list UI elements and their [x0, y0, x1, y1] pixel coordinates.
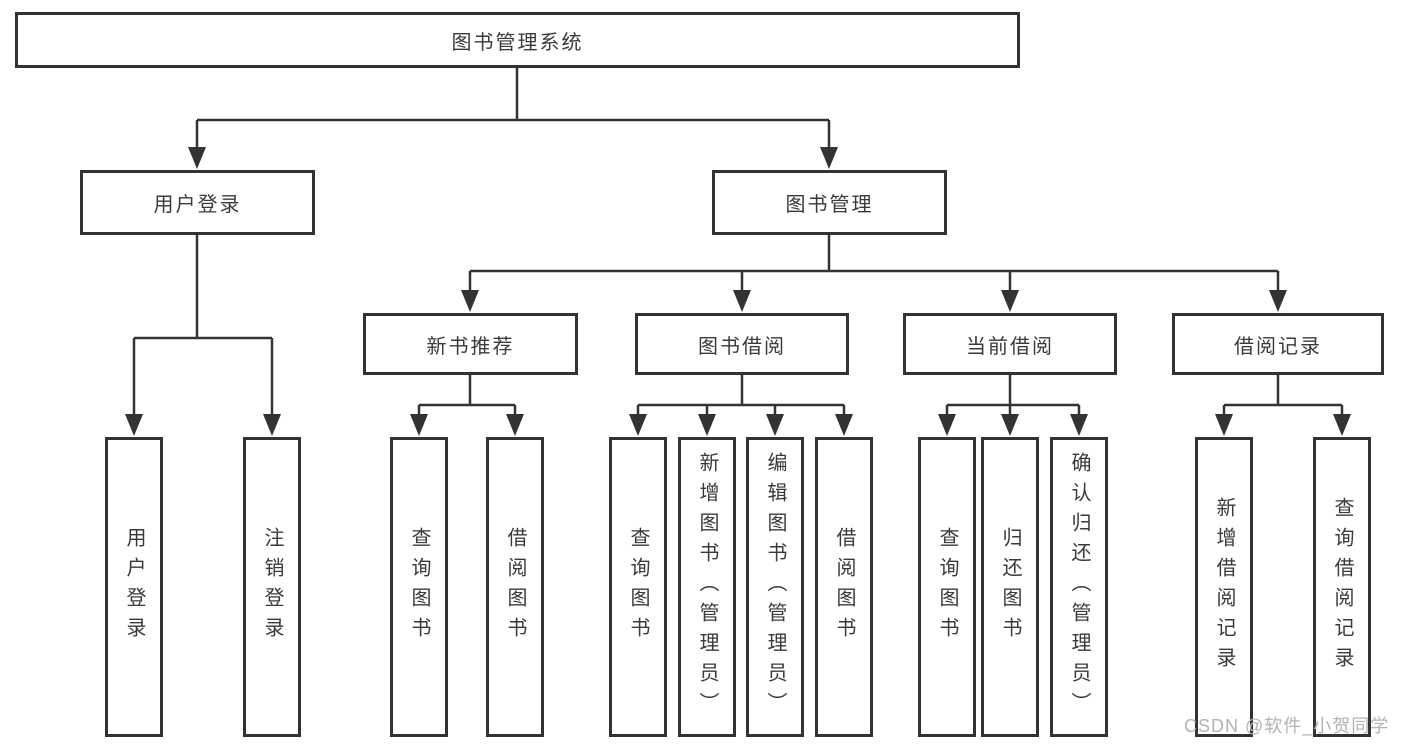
- node-book-borrow: 图书借阅: [635, 313, 849, 375]
- leaf-user-login: 用户登录: [105, 437, 163, 737]
- leaf-borrow-books-label: 借阅图书: [833, 527, 855, 647]
- leaf-add-borrow-record: 新增借阅记录: [1195, 437, 1253, 737]
- node-user-login-label: 用户登录: [153, 194, 242, 216]
- node-current-borrow: 当前借阅: [903, 313, 1117, 375]
- leaf-logout-label: 注销登录: [261, 527, 283, 647]
- leaf-edit-book-admin: 编辑图书（管理员）: [746, 437, 804, 737]
- node-book-management: 图书管理: [712, 170, 947, 235]
- watermark: CSDN @软件_小贺同学: [1184, 716, 1390, 736]
- node-current-borrow-label: 当前借阅: [966, 335, 1054, 358]
- leaf-return-book-label: 归还图书: [999, 527, 1021, 647]
- node-root-label: 图书管理系统: [451, 31, 584, 54]
- leaf-add-book-admin: 新增图书（管理员）: [678, 437, 736, 737]
- leaf-query-books-borrow: 查询图书: [609, 437, 667, 737]
- node-user-login: 用户登录: [80, 170, 315, 235]
- leaf-query-books-current-label: 查询图书: [936, 527, 958, 647]
- leaf-edit-book-admin-label: 编辑图书（管理员）: [764, 452, 786, 722]
- leaf-query-books-recommend: 查询图书: [390, 437, 448, 737]
- leaf-confirm-return-admin: 确认归还（管理员）: [1050, 437, 1108, 737]
- leaf-add-book-admin-label: 新增图书（管理员）: [696, 452, 718, 722]
- node-borrow-records-label: 借阅记录: [1234, 335, 1322, 358]
- node-root: 图书管理系统: [15, 12, 1020, 68]
- leaf-add-borrow-record-label: 新增借阅记录: [1213, 497, 1235, 677]
- leaf-logout: 注销登录: [243, 437, 301, 737]
- node-book-management-label: 图书管理: [785, 194, 874, 216]
- arrowheads: [125, 147, 1351, 436]
- leaf-return-book: 归还图书: [981, 437, 1039, 737]
- node-new-book-recommend: 新书推荐: [363, 313, 578, 375]
- leaf-borrow-books-recommend: 借阅图书: [486, 437, 544, 737]
- leaf-query-borrow-record-label: 查询借阅记录: [1331, 497, 1353, 677]
- leaf-query-books-borrow-label: 查询图书: [627, 527, 649, 647]
- leaf-confirm-return-admin-label: 确认归还（管理员）: [1068, 452, 1090, 722]
- leaf-query-books-current: 查询图书: [918, 437, 976, 737]
- node-book-borrow-label: 图书借阅: [698, 335, 786, 358]
- leaf-borrow-books: 借阅图书: [815, 437, 873, 737]
- leaf-borrow-books-recommend-label: 借阅图书: [504, 527, 526, 647]
- node-borrow-records: 借阅记录: [1172, 313, 1384, 375]
- leaf-query-books-recommend-label: 查询图书: [408, 527, 430, 647]
- leaf-query-borrow-record: 查询借阅记录: [1313, 437, 1371, 737]
- node-new-book-recommend-label: 新书推荐: [426, 335, 515, 358]
- leaf-user-login-label: 用户登录: [123, 527, 145, 647]
